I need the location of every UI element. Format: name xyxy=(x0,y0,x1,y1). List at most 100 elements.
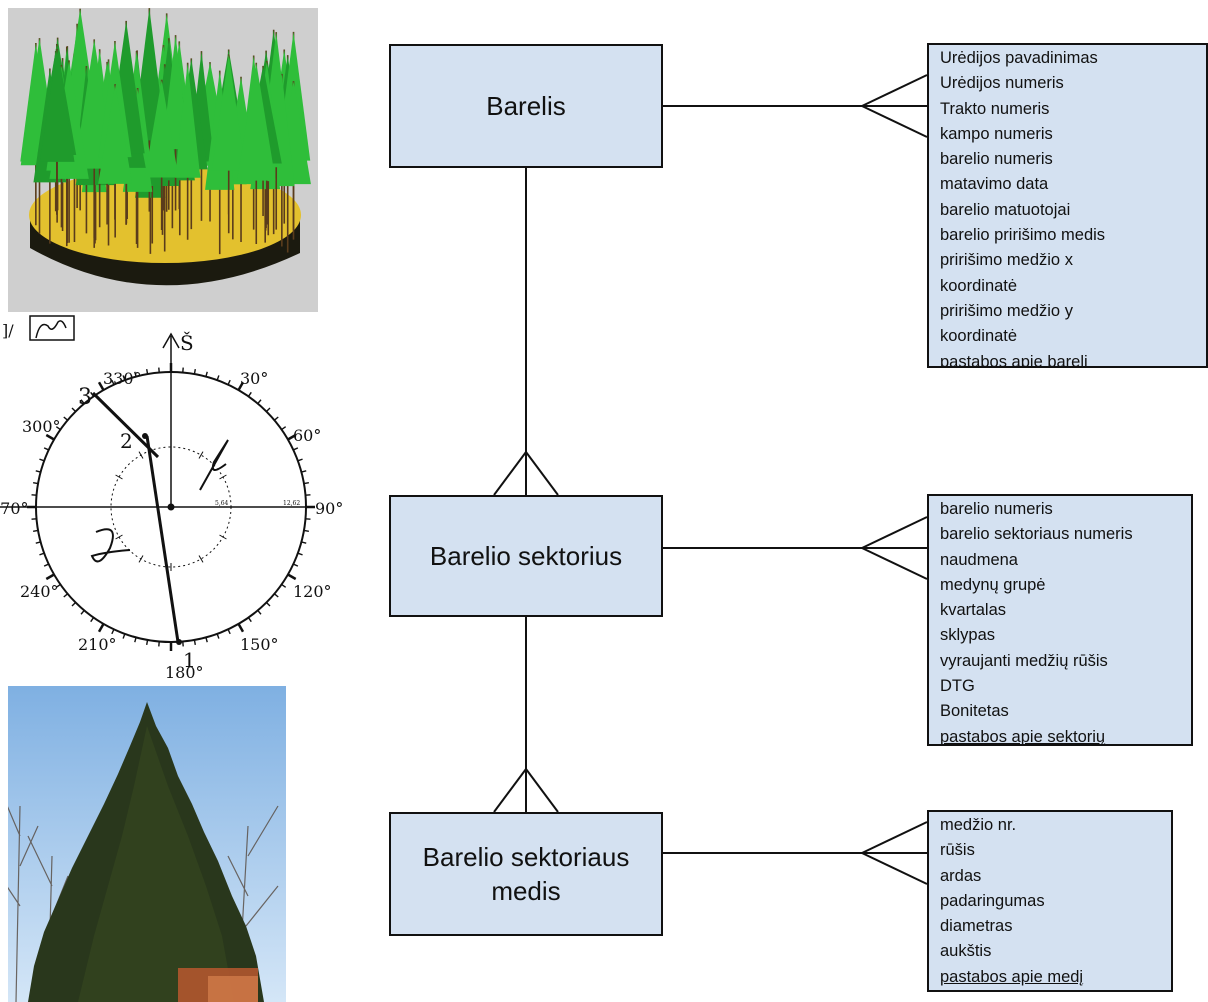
barelis-attribute-list: Urėdijos pavadinimas Urėdijos numeris Tr… xyxy=(927,43,1208,368)
polar-tick xyxy=(45,573,55,581)
polar-tick xyxy=(297,458,303,462)
north-label: Š xyxy=(180,330,194,355)
polar-tick xyxy=(303,529,309,533)
angle-label-180: 180° xyxy=(165,663,204,682)
crowfoot-prong xyxy=(861,105,928,138)
crowfoot-prong xyxy=(861,547,928,580)
tree-crown xyxy=(144,79,179,178)
attribute-item: vyraujanti medžių rūšis xyxy=(940,651,1108,670)
angle-label-120: 120° xyxy=(293,582,332,601)
tree-crown xyxy=(39,48,75,162)
polar-tick xyxy=(193,369,197,375)
inner-tick xyxy=(198,451,204,459)
attribute-item: kampo numeris xyxy=(940,124,1053,143)
polar-tick xyxy=(257,609,262,615)
crowfoot-prong xyxy=(861,821,928,854)
polar-tick xyxy=(257,399,262,405)
attribute-item: Bonitetas xyxy=(940,702,1009,721)
polar-tick xyxy=(193,639,197,645)
attribute-item: padaringumas xyxy=(940,891,1045,910)
polar-tick xyxy=(293,563,299,567)
angle-label-270: 270° xyxy=(0,499,29,518)
crowfoot-prong xyxy=(861,74,928,107)
polar-tick xyxy=(301,541,307,544)
angle-label-240: 240° xyxy=(20,582,59,601)
polar-tick xyxy=(247,391,252,397)
angle-label-210: 210° xyxy=(78,635,117,654)
polar-tick xyxy=(55,583,61,588)
polar-tick xyxy=(273,593,279,598)
angle-label-60: 60° xyxy=(293,426,321,445)
polar-corner-label: ]/ xyxy=(2,321,14,340)
polar-tick xyxy=(265,407,271,413)
attribute-item: Trakto numeris xyxy=(940,99,1050,118)
attribute-item: diametras xyxy=(940,917,1013,936)
tree-vector-2 xyxy=(145,435,180,643)
polar-tick xyxy=(80,609,85,615)
polar-tick xyxy=(227,629,231,635)
polar-tick xyxy=(273,416,279,421)
polar-tick xyxy=(205,371,208,377)
polar-tick xyxy=(303,481,309,485)
polar-tick xyxy=(35,470,41,473)
polar-tick xyxy=(287,433,297,441)
polar-tick xyxy=(237,623,245,633)
polar-tick xyxy=(90,391,95,397)
inner-tick xyxy=(138,451,144,459)
inner-radius-label: 5,64 xyxy=(215,500,229,507)
sektorius-attribute-list: barelio numeris barelio sektoriaus numer… xyxy=(927,494,1193,746)
polar-tick xyxy=(35,541,41,544)
handwritten-number-box xyxy=(29,315,75,341)
attribute-item: pastabos apie medį xyxy=(940,967,1084,986)
angle-label-30: 30° xyxy=(240,369,268,388)
entity-barelio-sektoriaus-medis: Barelio sektoriaus medis xyxy=(389,812,663,936)
attribute-item: barelio numeris xyxy=(940,500,1053,518)
polar-tick xyxy=(43,447,49,451)
polar-tick xyxy=(43,563,49,567)
polar-tick xyxy=(80,399,85,405)
inner-tick xyxy=(115,534,123,540)
attribute-item: medynų grupė xyxy=(940,575,1046,594)
tree-point-1 xyxy=(176,639,182,645)
north-arrow-icon xyxy=(162,332,180,349)
attribute-item: barelio matuotojai xyxy=(940,200,1071,219)
crowfoot-prong xyxy=(493,451,527,496)
attribute-item: koordinatė xyxy=(940,327,1018,346)
attribute-item: barelio numeris xyxy=(940,150,1053,169)
inner-tick xyxy=(198,555,204,563)
entity-barelio-sektorius-label: Barelio sektorius xyxy=(429,541,623,571)
angle-label-90: 90° xyxy=(315,499,343,518)
polar-tick xyxy=(205,637,208,643)
attribute-item: barelio sektoriaus numeris xyxy=(940,525,1133,544)
polar-tick xyxy=(247,617,252,623)
polar-tick xyxy=(293,447,299,451)
polar-tick xyxy=(33,481,39,485)
attribute-item: sklypas xyxy=(940,626,996,645)
polar-tick xyxy=(216,633,220,639)
attribute-item: pastabos apie sektorių xyxy=(940,727,1106,746)
polar-tick xyxy=(237,381,245,391)
attribute-item: Urėdijos numeris xyxy=(940,74,1064,93)
spruce-tree-photo xyxy=(8,686,286,1002)
attribute-item: DTG xyxy=(940,677,975,696)
polar-tick xyxy=(134,637,137,643)
attribute-item: kvartalas xyxy=(940,601,1007,620)
angle-label-300: 300° xyxy=(22,417,61,436)
attribute-item: matavimo data xyxy=(940,175,1049,194)
forest-plot-3d-image xyxy=(8,8,318,312)
polar-tick xyxy=(134,371,137,377)
crowfoot-prong xyxy=(493,768,527,813)
outer-radius-label: 12,62 xyxy=(283,500,300,507)
entity-barelio-sektorius: Barelio sektorius xyxy=(389,495,663,617)
attribute-item: ardas xyxy=(940,866,982,885)
polar-tick xyxy=(63,593,69,598)
crowfoot-prong xyxy=(861,852,928,885)
angle-label-150: 150° xyxy=(240,635,279,654)
polar-tick xyxy=(90,617,95,623)
polar-tick xyxy=(71,601,77,607)
tree-number-1: 1 xyxy=(183,648,196,672)
tree-point-2 xyxy=(142,433,148,439)
attribute-item: naudmena xyxy=(940,550,1018,569)
polar-tick xyxy=(227,379,231,385)
